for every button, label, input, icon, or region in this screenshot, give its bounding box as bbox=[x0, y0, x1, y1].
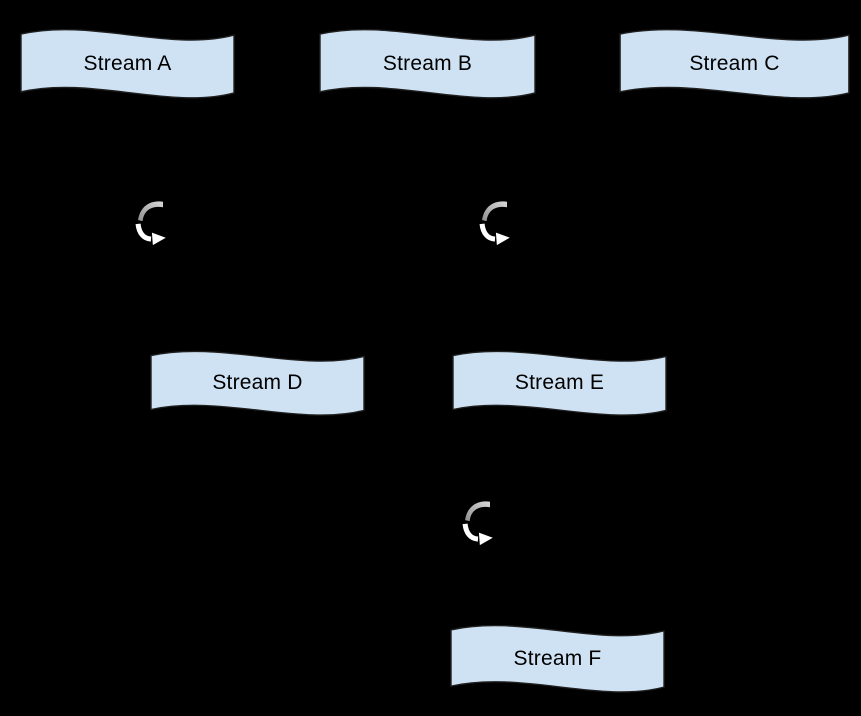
wave-document-shape bbox=[150, 350, 365, 416]
node-stream-e: Stream E bbox=[452, 348, 667, 418]
rotation-arrow-icon bbox=[462, 501, 493, 546]
node-stream-c: Stream C bbox=[619, 26, 850, 101]
wave-document-shape bbox=[619, 28, 850, 99]
wave-document-shape bbox=[20, 28, 235, 99]
rotation-arrow-icon bbox=[135, 201, 166, 246]
wave-document-shape bbox=[450, 624, 665, 693]
wave-document-shape bbox=[319, 28, 536, 99]
node-label: Stream A bbox=[83, 51, 172, 75]
node-label: Stream F bbox=[513, 646, 602, 670]
node-label: Stream C bbox=[689, 51, 780, 75]
node-label: Stream E bbox=[514, 371, 605, 394]
wave-document-shape bbox=[452, 350, 667, 416]
node-stream-b: Stream B bbox=[319, 26, 536, 101]
node-stream-a: Stream A bbox=[20, 26, 235, 101]
node-label: Stream B bbox=[382, 51, 473, 75]
node-stream-f: Stream F bbox=[450, 622, 665, 695]
rotation-arrow-icon bbox=[479, 201, 510, 246]
node-stream-d: Stream D bbox=[150, 348, 365, 418]
node-label: Stream D bbox=[212, 371, 303, 394]
